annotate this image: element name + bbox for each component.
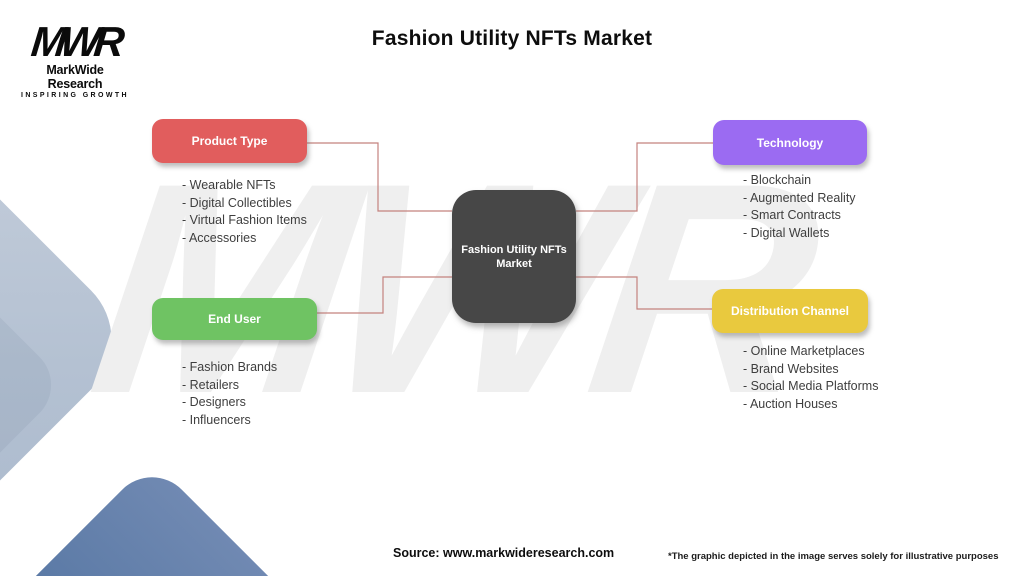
- segment-box-end-user: End User: [152, 298, 317, 340]
- connector-product-type: [307, 142, 452, 212]
- segment-box-distribution-channel: Distribution Channel: [712, 289, 868, 333]
- list-item: - Social Media Platforms: [743, 379, 879, 394]
- markwide-logo: MWR MarkWide Research INSPIRING GROWTH: [20, 18, 130, 99]
- page-title: Fashion Utility NFTs Market: [371, 27, 653, 50]
- connector-distribution-channel: [576, 276, 712, 310]
- logo-tagline: INSPIRING GROWTH: [20, 92, 129, 99]
- segment-label-product-type: Product Type: [191, 134, 268, 148]
- list-item: - Online Marketplaces: [743, 344, 865, 358]
- list-item: - Digital Wallets: [743, 225, 830, 240]
- list-item: - Digital Collectibles: [182, 195, 292, 210]
- source-text: Source: www.markwideresearch.com: [393, 546, 615, 560]
- list-item: - Influencers: [182, 412, 251, 427]
- list-item: - Accessories: [182, 230, 257, 245]
- list-item: - Virtual Fashion Items: [182, 213, 307, 228]
- segment-label-distribution-channel: Distribution Channel: [731, 304, 849, 318]
- connector-technology: [576, 142, 713, 212]
- segment-list-end-user: - Fashion Brands - Retailers - Designers…: [182, 359, 277, 429]
- segment-label-technology: Technology: [756, 135, 824, 150]
- segment-list-technology: - Blockchain - Augmented Reality - Smart…: [743, 172, 856, 242]
- list-item: - Auction Houses: [743, 396, 838, 411]
- list-item: - Smart Contracts: [743, 208, 841, 223]
- center-node-label-line1: Fashion Utility NFTs: [461, 243, 567, 256]
- connector-end-user: [317, 276, 452, 314]
- segment-list-product-type: - Wearable NFTs - Digital Collectibles -…: [182, 177, 307, 247]
- segment-list-distribution-channel: - Online Marketplaces - Brand Websites -…: [743, 343, 878, 413]
- list-item: - Designers: [182, 395, 246, 410]
- center-node-fashion-utility-nfts-market: Fashion Utility NFTs Market: [452, 190, 576, 323]
- segment-label-end-user: End User: [208, 312, 261, 326]
- list-item: - Augmented Reality: [743, 190, 856, 205]
- logo-name: MarkWide Research: [46, 63, 104, 91]
- list-item: - Brand Websites: [743, 361, 839, 376]
- center-node-label-line2: Market: [496, 257, 532, 270]
- disclaimer-text: *The graphic depicted in the image serve…: [668, 551, 999, 562]
- list-item: - Retailers: [182, 377, 239, 392]
- list-item: - Wearable NFTs: [182, 178, 276, 192]
- segment-box-product-type: Product Type: [152, 119, 307, 163]
- segment-box-technology: Technology: [713, 120, 867, 165]
- list-item: - Blockchain: [743, 173, 812, 187]
- list-item: - Fashion Brands: [182, 360, 278, 374]
